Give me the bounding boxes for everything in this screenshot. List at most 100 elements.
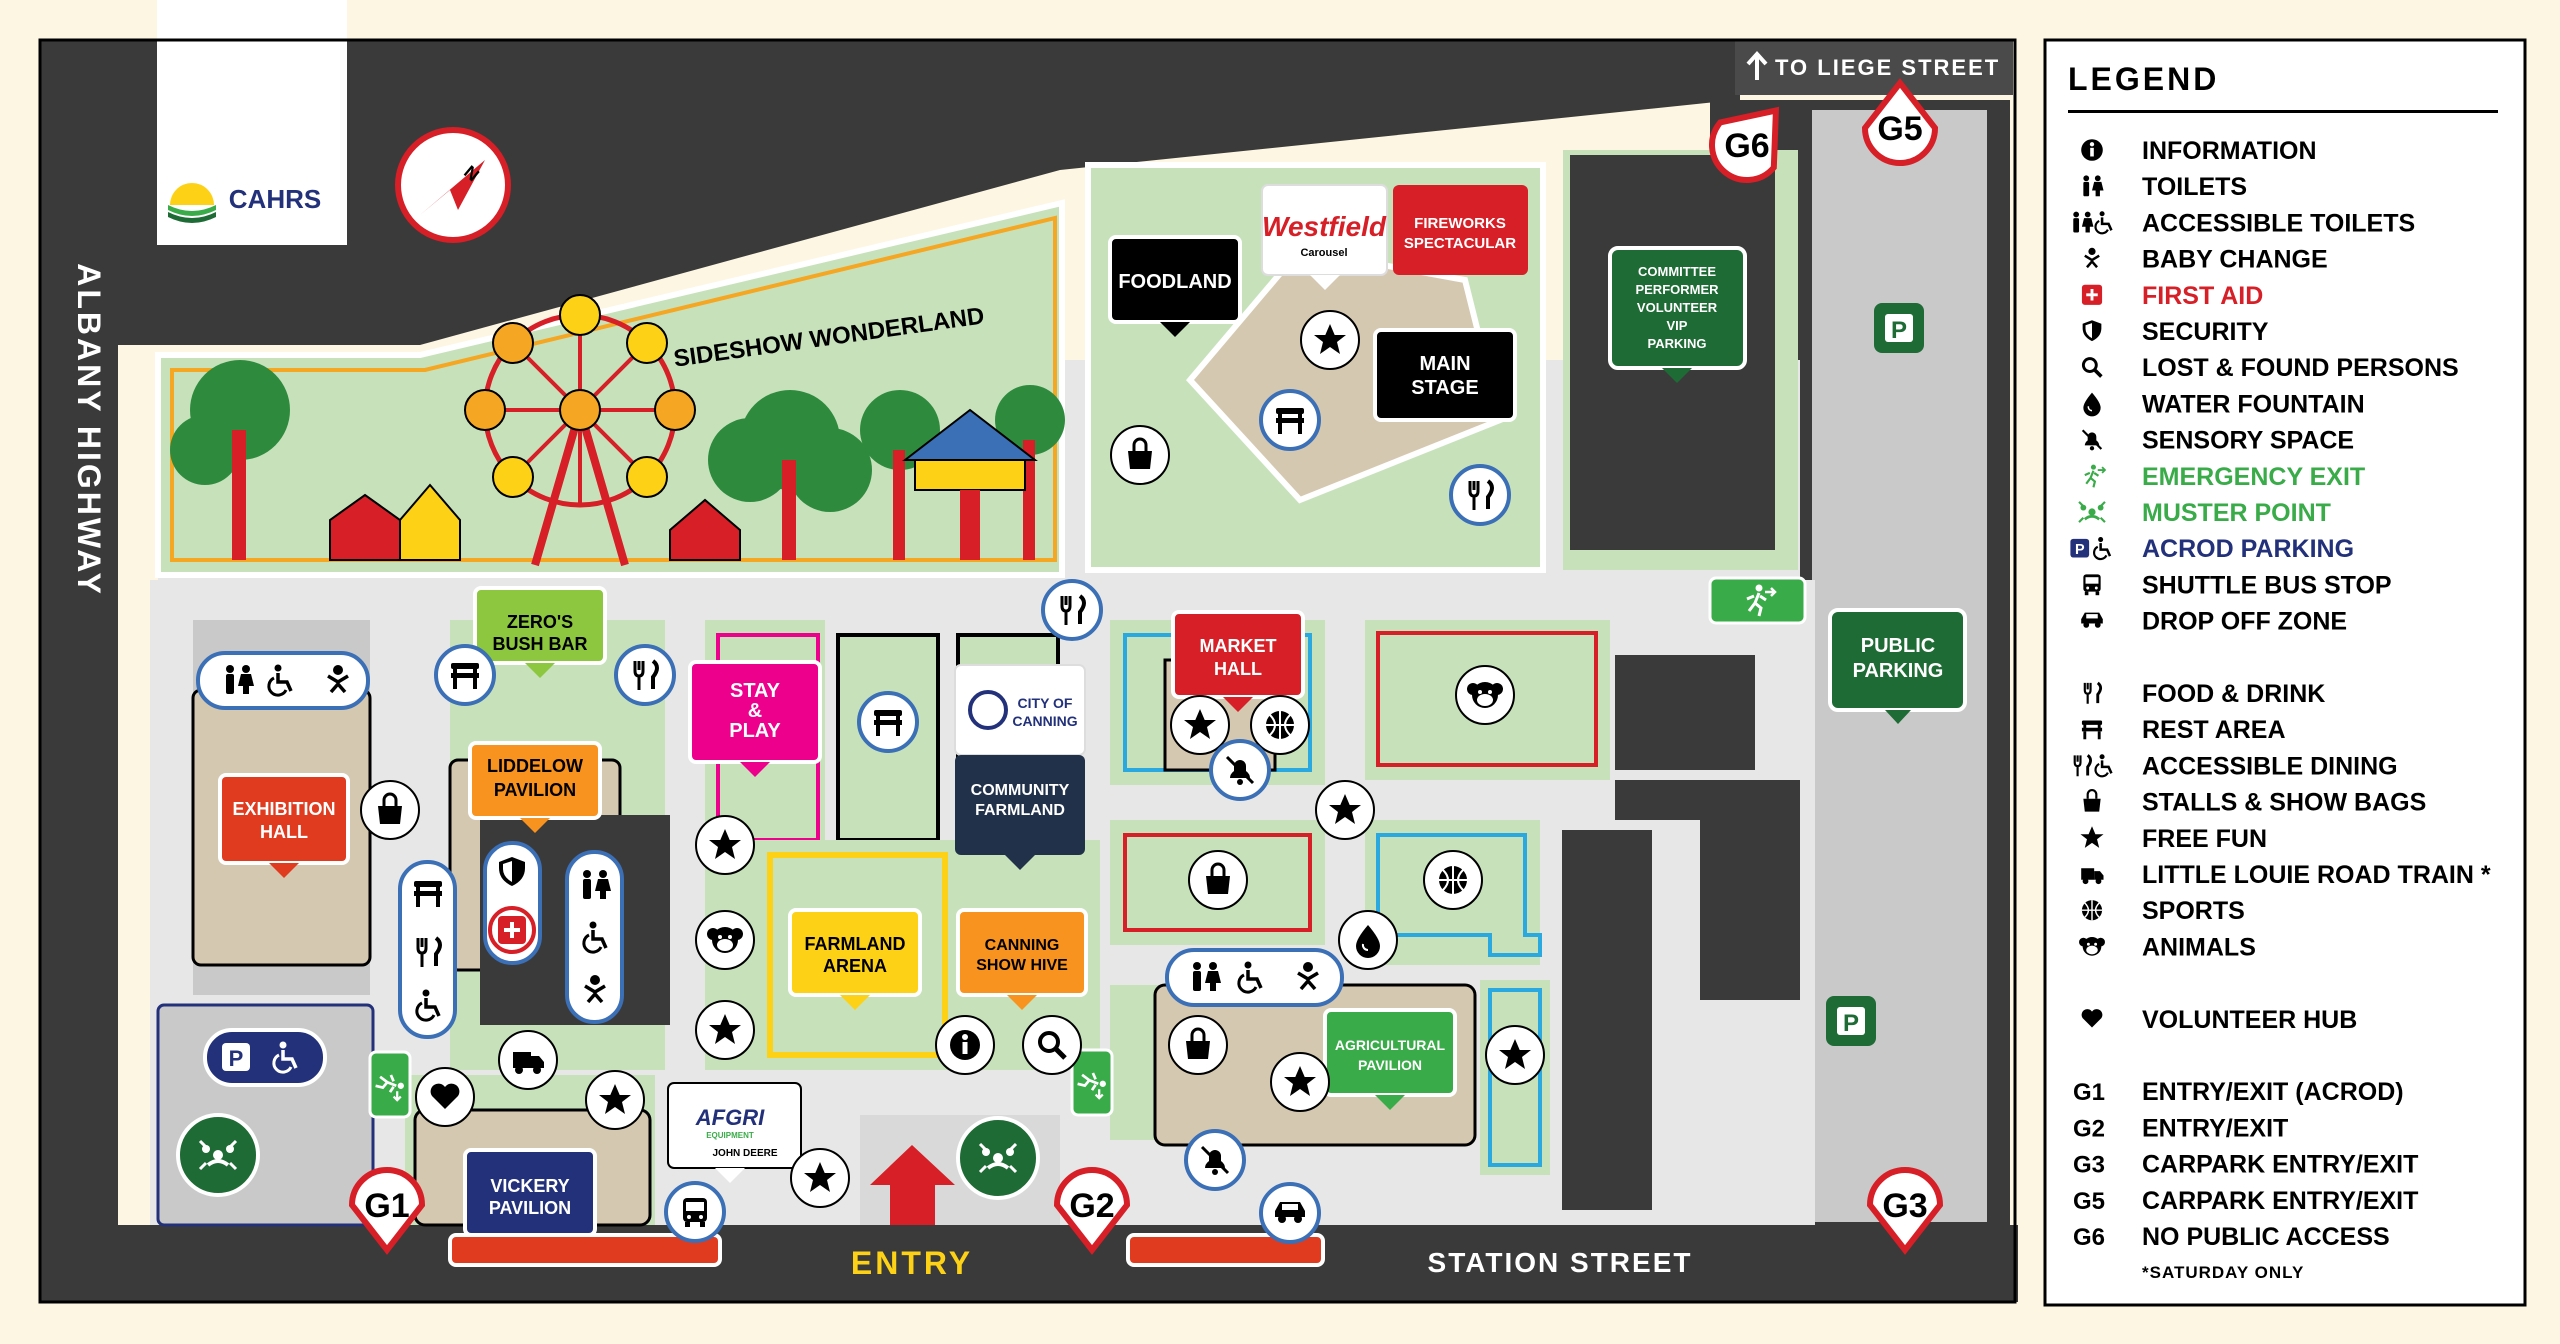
agri-label-2: PAVILION — [1358, 1057, 1422, 1073]
legend-item: SENSORY SPACE — [2081, 427, 2354, 455]
legend-item: VOLUNTEER HUB — [2081, 1006, 2357, 1034]
legend-item: STALLS & SHOW BAGS — [2082, 789, 2426, 817]
legend-item-label: INFORMATION — [2142, 137, 2317, 165]
liddelow-label-2: PAVILION — [494, 780, 576, 800]
acrod-icon: P — [2070, 535, 2112, 561]
legend-item: G3 CARPARK ENTRY/EXIT — [2073, 1151, 2418, 1179]
legend-item: MUSTER POINT — [2078, 499, 2331, 527]
east-blue-pen — [1488, 988, 1542, 1167]
agri-label-1: AGRICULTURAL — [1335, 1037, 1446, 1053]
entry-label: ENTRY — [851, 1245, 973, 1281]
westfield-sub-label: Carousel — [1300, 247, 1347, 259]
sports-pen — [1376, 833, 1542, 957]
svg-text:G6: G6 — [1724, 127, 1769, 165]
hive-label-1: CANNING — [985, 937, 1060, 954]
liege-street-sign — [1735, 40, 2013, 95]
legend-item: WATER FOUNTAIN — [2082, 390, 2365, 418]
legend-item-label: FIRST AID — [2142, 282, 2263, 310]
westfield-label: Westfield — [1262, 211, 1387, 242]
map-pins — [360, 310, 1545, 1244]
legend-item-label: CARPARK ENTRY/EXIT — [2142, 1187, 2418, 1215]
cahrs-logo-icon — [168, 183, 216, 223]
svg-text:G2: G2 — [1069, 1187, 1114, 1225]
legend-gate-code: G3 — [2073, 1152, 2105, 1179]
east-dark-block-1 — [1615, 655, 1755, 770]
legend-item-label: FOOD & DRINK — [2142, 680, 2325, 708]
legend-item: ACCESSIBLE TOILETS — [2073, 209, 2415, 237]
legend-item: ANIMALS — [2079, 933, 2256, 961]
legend-item: REST AREA — [2081, 716, 2286, 744]
legend-item-label: FREE FUN — [2142, 825, 2267, 853]
stay-label-1: STAY — [730, 680, 781, 702]
parking-p-label-2: P — [1843, 1010, 1859, 1037]
committee-label-2: PERFORMER — [1635, 282, 1719, 297]
svg-text:G1: G1 — [364, 1187, 409, 1225]
legend-item-label: ACCESSIBLE DINING — [2142, 752, 2398, 780]
legend-gate-code: G1 — [2073, 1079, 2105, 1106]
gate-g3: G3 — [1866, 1167, 1944, 1255]
legend-item-label: SHUTTLE BUS STOP — [2142, 571, 2392, 599]
legend-title: LEGEND — [2068, 61, 2219, 97]
legend-item-label: WATER FOUNTAIN — [2142, 390, 2365, 418]
community-farmland-sign — [955, 755, 1085, 855]
community-label-1: COMMUNITY — [971, 782, 1070, 799]
legend-item-label: ACCESSIBLE TOILETS — [2142, 209, 2415, 237]
afgri-sub-label: EQUIPMENT — [706, 1131, 754, 1140]
entry-sign — [830, 1238, 995, 1290]
albany-highway-label: ALBANY HIGHWAY — [71, 263, 107, 597]
fireworks-label-2: SPECTACULAR — [1404, 235, 1516, 252]
legend-gate-code: G5 — [2073, 1188, 2105, 1215]
legend-item: ACCESSIBLE DINING — [2073, 752, 2398, 780]
legend-item-label: EMERGENCY EXIT — [2142, 463, 2365, 491]
east-dark-block-2 — [1615, 780, 1800, 1000]
legend-item-label: ENTRY/EXIT — [2142, 1114, 2288, 1142]
afgri-label: AFGRI — [695, 1105, 765, 1130]
info-icon — [2081, 139, 2103, 161]
legend-item-label: BABY CHANGE — [2142, 246, 2328, 274]
ball-icon — [2081, 899, 2103, 922]
first-aid-icon — [2080, 283, 2104, 307]
cahrs-logo-text: CAHRS — [229, 184, 321, 214]
legend-item-label: CARPARK ENTRY/EXIT — [2142, 1151, 2418, 1179]
main-stage-label-2: STAGE — [1411, 377, 1478, 399]
legend-item: LITTLE LOUIE ROAD TRAIN * — [2081, 861, 2491, 889]
gate-g5: G5 — [1861, 78, 1939, 166]
zeros-label-2: BUSH BAR — [492, 634, 587, 654]
vickery-label-1: VICKERY — [490, 1176, 569, 1196]
market-label-1: MARKET — [1200, 636, 1277, 656]
stay-label-2: & — [748, 700, 762, 722]
foodland-label: FOODLAND — [1118, 271, 1231, 293]
legend-item-label: SENSORY SPACE — [2142, 427, 2354, 455]
carousel-icon — [902, 408, 1038, 560]
john-deere-label: JOHN DEERE — [712, 1148, 777, 1159]
red-kerb-1 — [448, 1233, 722, 1267]
muster-icon — [2078, 501, 2106, 523]
legend-item: G5 CARPARK ENTRY/EXIT — [2073, 1187, 2418, 1215]
legend-item: LOST & FOUND PERSONS — [2081, 354, 2459, 382]
legend-item-label: STALLS & SHOW BAGS — [2142, 789, 2426, 817]
legend-item-label: DROP OFF ZONE — [2142, 608, 2347, 636]
exhibition-label-2: HALL — [260, 822, 308, 842]
canning-label-2: CANNING — [1012, 713, 1077, 729]
legend-item-label: LOST & FOUND PERSONS — [2142, 354, 2459, 382]
ferris-wheel-icon — [464, 294, 696, 567]
zeros-label-1: ZERO'S — [507, 612, 573, 632]
liege-street-label: TO LIEGE STREET — [1775, 55, 2000, 80]
svg-text:G3: G3 — [1882, 1187, 1927, 1225]
station-street — [118, 1225, 2018, 1302]
legend-item-label: SPORTS — [2142, 897, 2245, 925]
map-frame — [38, 38, 2017, 1304]
fireworks-label-1: FIREWORKS — [1414, 215, 1506, 232]
main-stage-sign — [1373, 328, 1517, 422]
committee-label-5: PARKING — [1648, 336, 1707, 351]
canning-label-1: CITY OF — [1018, 695, 1073, 711]
legend-item-label: REST AREA — [2142, 716, 2286, 744]
community-label-2: FARMLAND — [975, 802, 1065, 819]
station-street-label: STATION STREET — [1428, 1247, 1693, 1278]
market-label-2: HALL — [1214, 659, 1262, 679]
stalls-pen — [1123, 833, 1312, 932]
north-road — [118, 40, 1735, 345]
